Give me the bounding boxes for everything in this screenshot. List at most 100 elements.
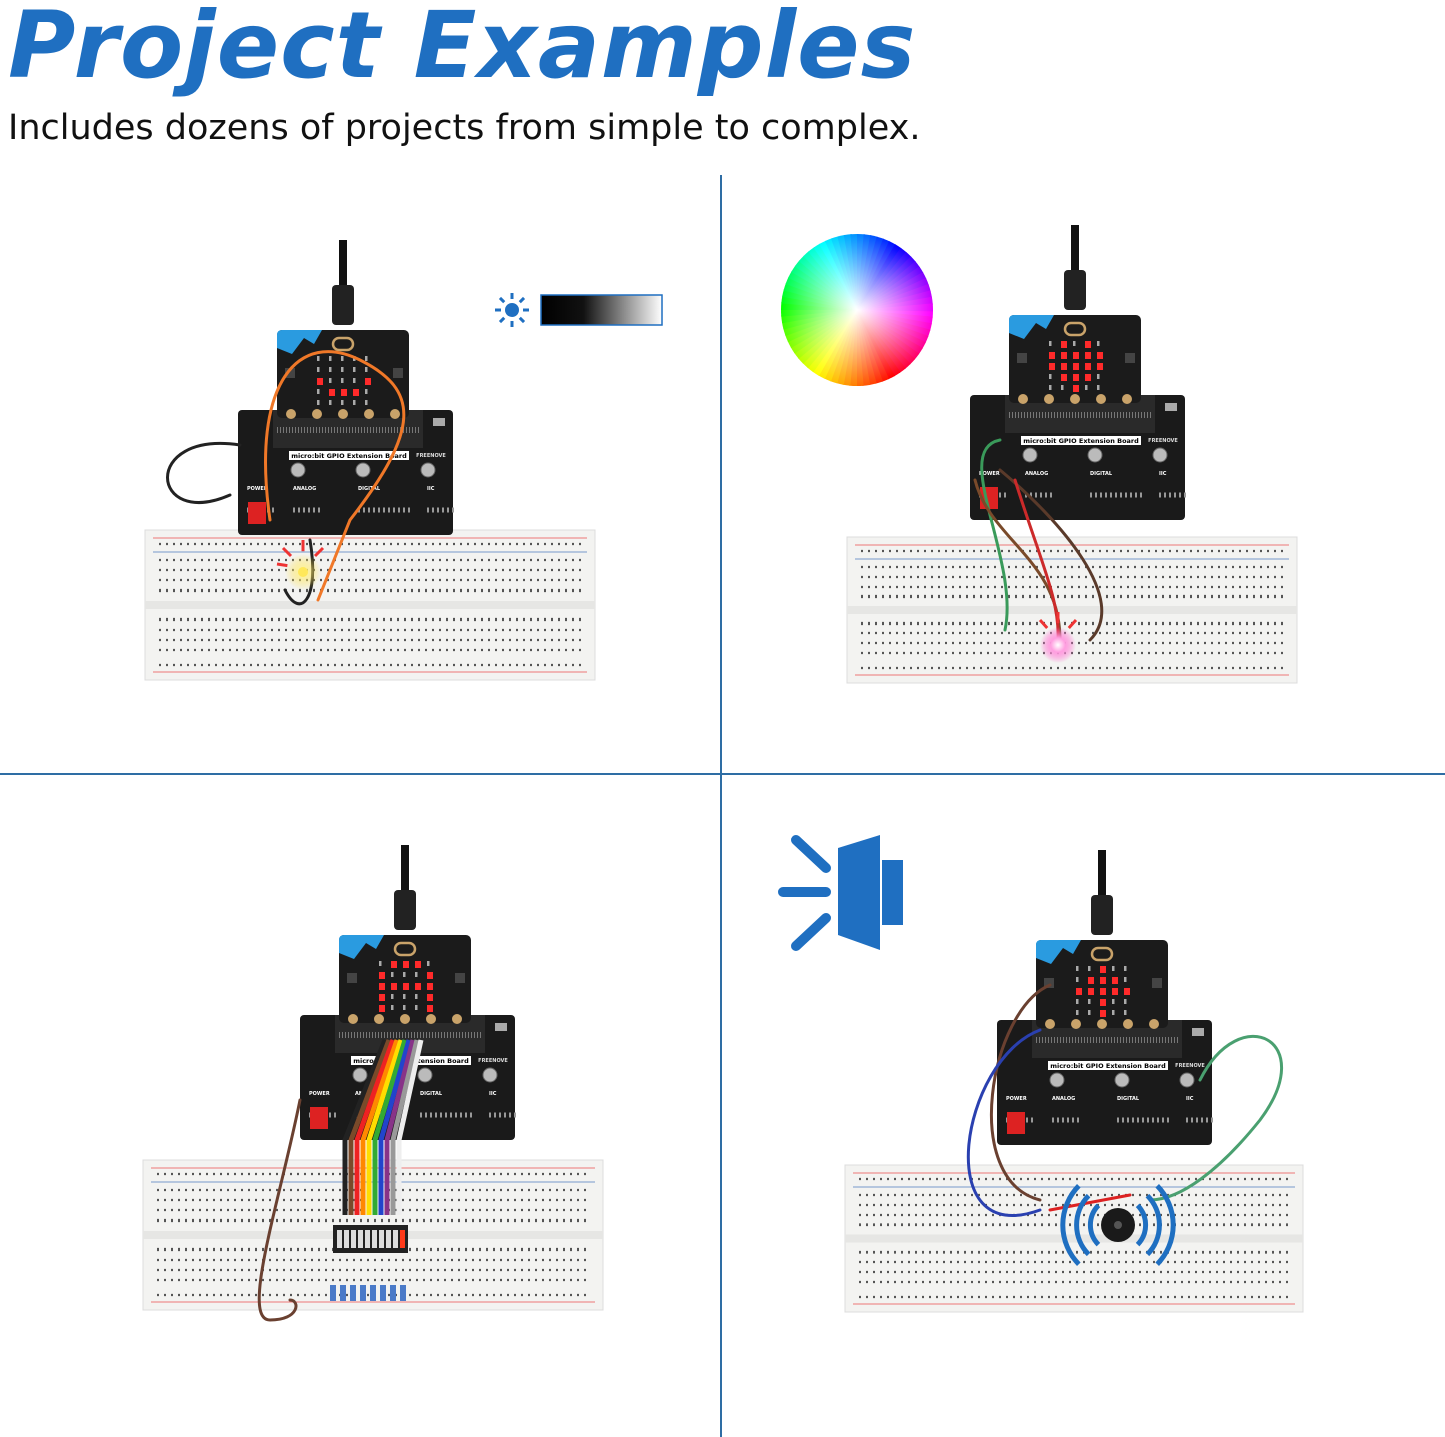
led-off [341, 378, 344, 383]
led-on [427, 972, 433, 979]
edge-pad [1149, 1019, 1159, 1029]
resistor [400, 1285, 406, 1301]
micro-usb-port [1165, 403, 1177, 411]
edge-pad [1045, 1019, 1055, 1029]
sound-wave-line [791, 835, 831, 873]
button-a [1044, 978, 1054, 988]
resistor [340, 1285, 346, 1301]
edge-pad [1122, 394, 1132, 404]
led-on [1100, 977, 1106, 984]
edge-pad [1071, 1019, 1081, 1029]
led-off [1088, 966, 1091, 971]
microbit-blue-corner [277, 330, 322, 354]
led-on [353, 389, 359, 396]
board-name-plate [1021, 436, 1141, 445]
led-on [391, 983, 397, 990]
led-off [1085, 385, 1088, 390]
led-off [329, 400, 332, 405]
header-label-power: POWER [247, 486, 268, 492]
usb-plug [1091, 895, 1113, 935]
edge-pad [1018, 394, 1028, 404]
usb-cable [1098, 850, 1106, 900]
brand-label: FREENOVE [1175, 1063, 1205, 1069]
edge-pad [400, 1014, 410, 1024]
board-name-plate [1048, 1061, 1168, 1070]
led-off [341, 367, 344, 372]
led-off [391, 994, 394, 999]
board-name-label: micro:bit GPIO Extension Board [291, 452, 407, 460]
led-on [1085, 352, 1091, 359]
led-off [1049, 374, 1052, 379]
header-label-analog: ANALOG [1025, 471, 1048, 477]
sun-ray [518, 316, 526, 324]
blue-jumper-wire [966, 1028, 1042, 1217]
led-on [427, 1005, 433, 1012]
sound-wave-right [1155, 1184, 1176, 1266]
led-off [1076, 999, 1079, 1004]
header-label-digital: DIGITAL [1117, 1096, 1140, 1102]
button-a [1017, 353, 1027, 363]
brightness-gradient-bar [540, 294, 663, 326]
led-on [1073, 385, 1079, 392]
power-header-red [248, 502, 266, 524]
led-light-ray [1067, 618, 1078, 630]
edge-pad [1044, 394, 1054, 404]
header-label-digital: DIGITAL [358, 486, 381, 492]
led-bar-segment [379, 1230, 384, 1248]
ribbon-cable-wire [366, 1039, 404, 1215]
resistor [330, 1285, 336, 1301]
led-off [391, 1005, 394, 1010]
breadboard-center-channel [145, 601, 595, 609]
led-off [353, 367, 356, 372]
led-on [1088, 988, 1094, 995]
led-bar-segment [337, 1230, 342, 1248]
usb-cable [401, 845, 409, 895]
led-off [1049, 385, 1052, 390]
button-b [1152, 978, 1162, 988]
usb-cable [1071, 225, 1079, 275]
board-name-plate [289, 451, 409, 460]
header-label-power: POWER [1006, 1096, 1027, 1102]
led-off [1112, 1010, 1115, 1015]
red-jumper-wire [1013, 478, 1060, 642]
led-light-ray [281, 546, 293, 558]
board-name-label: micro:bit GPIO Extension Board [1023, 437, 1139, 445]
led-off [1049, 341, 1052, 346]
micro-usb-port [433, 418, 445, 426]
black-jumper-wire [166, 441, 242, 504]
rgb-led-glow [1040, 627, 1076, 663]
resistor [370, 1285, 376, 1301]
led-off [1088, 1010, 1091, 1015]
brown-jumper-wire [989, 983, 1052, 1202]
usb-plug [394, 890, 416, 930]
breadboard-1 [144, 529, 596, 681]
sound-wave-left [1074, 1193, 1091, 1257]
edge-pad [452, 1014, 462, 1024]
led-off [317, 400, 320, 405]
button-b [455, 973, 465, 983]
button-a [347, 973, 357, 983]
header-label-power: POWER [309, 1091, 330, 1097]
led-on [1112, 988, 1118, 995]
led-on [1073, 352, 1079, 359]
led-off [341, 400, 344, 405]
led-on [317, 378, 323, 385]
led-on [403, 983, 409, 990]
led-off [403, 1005, 406, 1010]
led-on [1088, 977, 1094, 984]
color-wheel-center [781, 234, 933, 386]
led-off [317, 367, 320, 372]
led-on [1100, 988, 1106, 995]
microbit-logo-touch [393, 941, 417, 957]
led-bar-segment [365, 1230, 370, 1248]
led-off [1076, 966, 1079, 971]
header-label-digital: DIGITAL [420, 1091, 443, 1097]
header-label-digital: DIGITAL [1090, 471, 1113, 477]
led-on [1061, 374, 1067, 381]
led-off [1124, 999, 1127, 1004]
led-on [403, 961, 409, 968]
resistor [380, 1285, 386, 1301]
led-off [403, 994, 406, 999]
led-on [1073, 363, 1079, 370]
ribbon-cable-wire [342, 1039, 388, 1215]
